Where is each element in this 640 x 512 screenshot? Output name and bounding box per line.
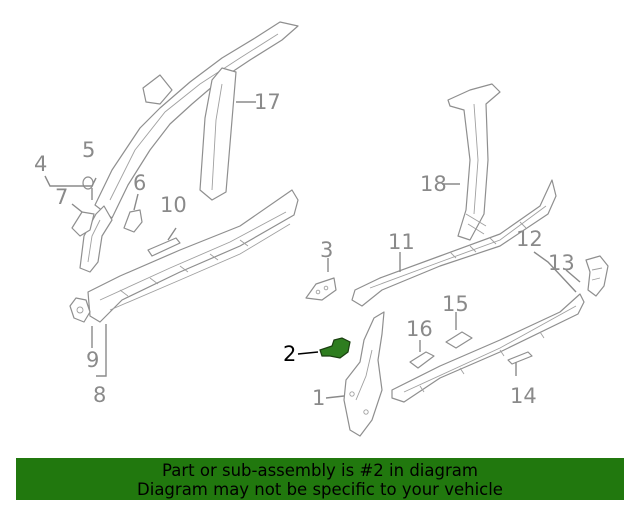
part-8-rocker-panel xyxy=(87,189,299,323)
info-banner: Part or sub-assembly is #2 in diagram Di… xyxy=(16,458,624,500)
callout-1: 1 xyxy=(312,386,325,410)
part-16-pad xyxy=(409,351,435,369)
part-17-a-pillar-roof-rail xyxy=(94,21,299,219)
callout-2: 2 xyxy=(283,342,296,366)
callout-11: 11 xyxy=(388,230,415,254)
callout-13: 13 xyxy=(548,251,575,275)
banner-line-1: Part or sub-assembly is #2 in diagram xyxy=(162,461,478,480)
part-6-bracket xyxy=(123,209,143,233)
callout-6: 6 xyxy=(133,171,146,195)
callout-8: 8 xyxy=(93,383,106,407)
callout-15: 15 xyxy=(442,292,469,316)
callout-14: 14 xyxy=(510,384,537,408)
callouts: 1 2 3 4 5 6 7 8 9 10 11 12 13 14 15 16 1… xyxy=(34,90,575,410)
part-14-insert xyxy=(507,351,533,365)
callout-12: 12 xyxy=(516,227,543,251)
callout-4: 4 xyxy=(34,152,47,176)
banner-line-2: Diagram may not be specific to your vehi… xyxy=(137,480,503,499)
callout-9: 9 xyxy=(86,348,99,372)
part-12-outer-rocker xyxy=(391,293,585,403)
part-3-bracket xyxy=(305,277,337,301)
part-15-pad xyxy=(445,331,473,349)
callout-5: 5 xyxy=(82,138,95,162)
callout-3: 3 xyxy=(320,238,333,262)
callout-17: 17 xyxy=(254,90,281,114)
part-18-b-pillar xyxy=(447,83,501,241)
part-5-clip xyxy=(82,176,94,190)
callout-16: 16 xyxy=(406,317,433,341)
part-7-front-pillar xyxy=(71,205,113,273)
callout-10: 10 xyxy=(160,193,187,217)
callout-18: 18 xyxy=(420,172,447,196)
callout-7: 7 xyxy=(55,185,68,209)
part-9-bracket xyxy=(69,297,91,323)
leader-lines xyxy=(44,101,581,399)
part-11-inner-sill xyxy=(351,179,557,307)
part-2-bracket-highlighted[interactable] xyxy=(319,337,351,359)
parts-diagram: 1 2 3 4 5 6 7 8 9 10 11 12 13 14 15 16 1… xyxy=(34,21,609,437)
part-1-lower-pillar xyxy=(343,311,385,437)
part-10-reinforcement xyxy=(147,237,181,257)
part-13-end-cap xyxy=(585,255,609,297)
